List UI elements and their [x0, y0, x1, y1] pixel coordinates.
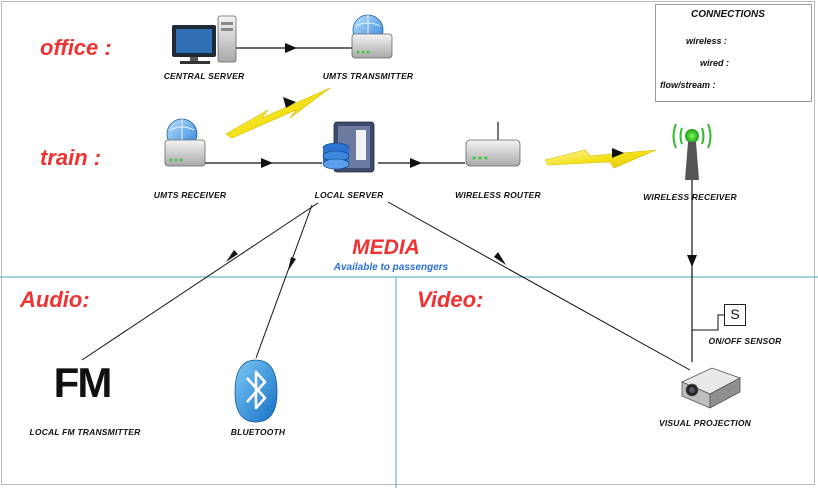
flow-arrow-bluetooth	[288, 257, 296, 271]
stream-to-projector	[387, 201, 691, 371]
umts-transmitter-icon	[351, 14, 393, 59]
umts-transmitter-label: UMTS TRANSMITTER	[322, 71, 414, 81]
flow-arrow-office	[285, 43, 297, 53]
legend-wired-label: wired :	[700, 58, 730, 68]
local-server-icon	[322, 121, 375, 173]
media-subtitle: Available to passengers	[333, 262, 449, 273]
projector-icon	[681, 367, 741, 409]
flow-arrow-office-wireless	[283, 97, 296, 108]
local-server-label: LOCAL SERVER	[314, 190, 384, 200]
umts-receiver-icon	[164, 118, 206, 167]
flow-arrow-receiver-server	[261, 158, 273, 168]
visual-projection-label: VISUAL PROJECTION	[658, 418, 752, 428]
flow-arrow-server-router	[410, 158, 422, 168]
bluetooth-label: BLUETOOTH	[230, 427, 286, 437]
wireless-router-label: WIRELESS ROUTER	[455, 190, 541, 200]
onoff-sensor-label: ON/OFF SENSOR	[708, 336, 782, 346]
flow-arrow-receiver-down	[687, 255, 697, 267]
onoff-sensor-icon	[724, 304, 746, 326]
video-label: Video:	[417, 287, 484, 312]
connections-legend	[655, 4, 812, 102]
wireless-router-icon	[465, 122, 521, 167]
office-label: office :	[40, 35, 112, 60]
legend-wireless-label: wireless :	[686, 36, 728, 46]
audio-label: Audio:	[20, 287, 90, 312]
legend-flow-label: flow/stream :	[660, 80, 716, 90]
flow-arrow-fm	[226, 250, 238, 262]
sensor-connector	[692, 314, 724, 331]
wireless-receiver-antenna-icon	[672, 123, 712, 180]
umts-receiver-label: UMTS RECEIVER	[153, 190, 227, 200]
train-label: train :	[40, 145, 102, 170]
stream-to-fm	[81, 202, 319, 361]
bluetooth-icon	[234, 359, 278, 423]
stream-to-bluetooth	[255, 204, 313, 359]
media-title: MEDIA	[352, 236, 420, 259]
flow-arrow-projector	[494, 252, 506, 265]
fm-transmitter-icon: FM	[53, 359, 113, 406]
flow-arrow-train-wireless	[612, 148, 624, 158]
central-server-label: CENTRAL SERVER	[163, 71, 245, 81]
lightning-bolt-icon	[544, 149, 657, 169]
legend-title: CONNECTIONS	[691, 9, 765, 20]
sensor-letter: S	[730, 306, 740, 322]
wireless-receiver-label: WIRELESS RECEIVER	[643, 192, 737, 202]
local-fm-transmitter-label: LOCAL FM TRANSMITTER	[29, 427, 141, 437]
desktop-computer-icon	[172, 15, 237, 64]
lightning-bolt-icon	[225, 87, 331, 139]
